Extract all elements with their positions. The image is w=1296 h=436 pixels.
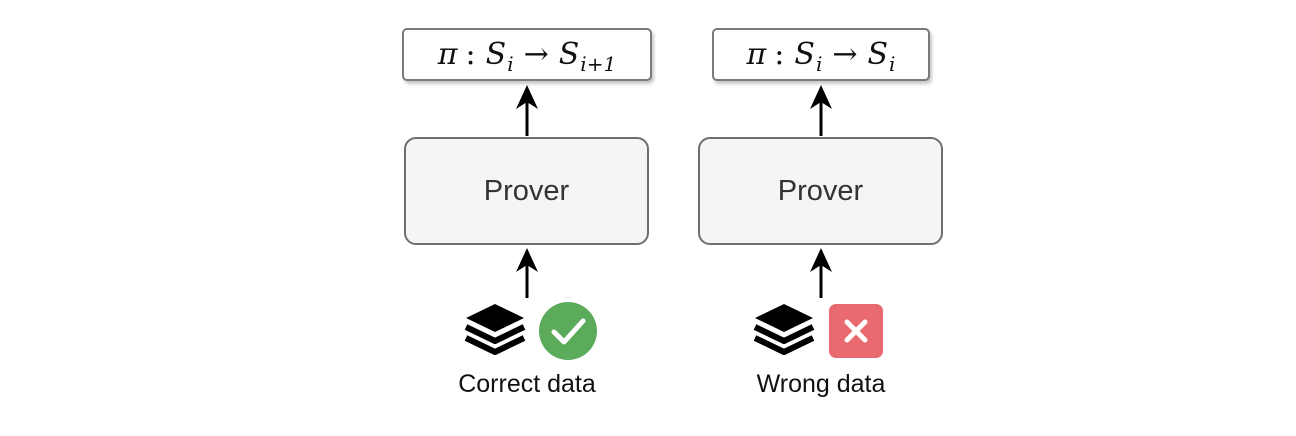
formula-pi: π	[437, 37, 458, 72]
arrow-prover-to-formula-correct	[516, 85, 538, 136]
formula-colon: :	[774, 37, 785, 72]
formula-to-index: i	[889, 51, 896, 76]
layers-icon	[753, 304, 815, 355]
formula-arrow: →	[523, 37, 549, 72]
arrow-prover-to-formula-wrong	[810, 85, 832, 136]
formula-from-state: S	[485, 37, 507, 72]
formula-from-index: i	[815, 51, 823, 76]
cross-icon	[829, 304, 883, 358]
formula-from-index: i	[507, 51, 514, 76]
wrong-data-label: Wrong data	[756, 370, 886, 398]
formula-colon: :	[465, 37, 476, 72]
layers-icon	[464, 304, 526, 355]
arrow-data-to-prover-correct	[516, 248, 538, 298]
formula-to-state: S	[558, 37, 580, 72]
formula-pi: π	[746, 37, 767, 72]
check-icon	[539, 302, 597, 360]
formula-from-state: S	[794, 37, 815, 72]
prover-box-wrong: Prover	[698, 137, 943, 245]
formula-to-index: i+1	[580, 51, 617, 76]
formula-arrow: →	[832, 37, 858, 72]
formula-to-state: S	[867, 37, 889, 72]
prover-box-correct: Prover	[404, 137, 649, 245]
correct-data-label: Correct data	[458, 370, 596, 398]
arrow-data-to-prover-wrong	[810, 248, 832, 298]
